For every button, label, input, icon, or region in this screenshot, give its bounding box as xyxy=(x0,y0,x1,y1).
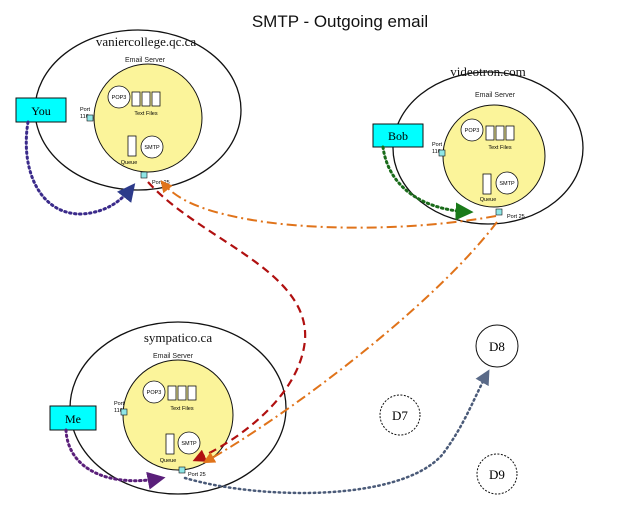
text-file xyxy=(131,91,141,107)
email-server xyxy=(442,104,546,208)
port110-label: 110 xyxy=(80,114,89,120)
smtp-label: SMTP xyxy=(181,441,197,447)
flow-videotron-to-vanier xyxy=(160,180,497,229)
user-box xyxy=(49,405,97,431)
destination-d9: D9 xyxy=(476,453,518,495)
queue-label: Queue xyxy=(121,160,138,166)
server-sympatico: sympatico.ca Email Server POP3 Text File… xyxy=(69,321,287,495)
smtp-label: SMTP xyxy=(144,145,160,151)
port25-label: Port 25 xyxy=(188,472,206,478)
user-bob: Bob xyxy=(372,123,424,148)
port110-label: 110 xyxy=(114,408,123,414)
port110-label: Port xyxy=(80,107,91,113)
port110-label: Port xyxy=(114,401,125,407)
smtp-process xyxy=(495,171,519,195)
queue-label: Queue xyxy=(480,197,497,203)
node-label: D8 xyxy=(489,339,505,354)
flow-me-to-smtp xyxy=(64,428,166,490)
server-videotron: videotron.com Email Server POP3 Text Fil… xyxy=(392,64,584,225)
port110-label: Port xyxy=(432,142,443,148)
node-circle xyxy=(475,324,519,368)
text-files-label: Text Files xyxy=(488,145,511,151)
destination-d7: D7 xyxy=(379,394,421,436)
text-file xyxy=(485,125,495,141)
flow-sympatico-to-d8 xyxy=(183,369,490,495)
domain-label: sympatico.ca xyxy=(144,330,212,345)
port25 xyxy=(140,171,148,179)
domain-label: vaniercollege.qc.ca xyxy=(96,34,197,49)
queue xyxy=(127,135,137,157)
domain-label: videotron.com xyxy=(450,64,525,79)
text-file xyxy=(505,125,515,141)
queue xyxy=(482,173,492,195)
smtp-process xyxy=(177,431,201,455)
pop3-label: POP3 xyxy=(112,95,127,101)
node-circle xyxy=(379,394,421,436)
flow-bob-to-smtp xyxy=(381,145,474,221)
text-file xyxy=(495,125,505,141)
port110-label: 110 xyxy=(432,149,441,155)
user-me: Me xyxy=(49,405,97,431)
diagram-title: SMTP - Outgoing email xyxy=(252,12,428,31)
pop3-process xyxy=(460,118,484,142)
text-file xyxy=(141,91,151,107)
pop3-process xyxy=(107,85,131,109)
text-file xyxy=(177,385,187,401)
queue xyxy=(165,433,175,455)
user-label: Me xyxy=(65,412,81,426)
port110 xyxy=(86,114,94,122)
port110 xyxy=(438,149,446,157)
domain-boundary xyxy=(392,71,584,225)
server-label: Email Server xyxy=(475,92,516,99)
port25 xyxy=(178,466,186,474)
user-you: You xyxy=(15,97,67,123)
port25 xyxy=(495,208,503,216)
text-file xyxy=(187,385,197,401)
pop3-label: POP3 xyxy=(465,128,480,134)
destination-d8: D8 xyxy=(475,324,519,368)
queue-label: Queue xyxy=(160,458,177,464)
server-label: Email Server xyxy=(153,353,194,360)
user-box xyxy=(15,97,67,123)
user-label: Bob xyxy=(388,129,408,143)
email-server xyxy=(122,359,234,471)
node-circle xyxy=(476,453,518,495)
pop3-label: POP3 xyxy=(147,390,162,396)
node-label: D7 xyxy=(392,408,408,423)
port110 xyxy=(120,408,128,416)
text-file xyxy=(167,385,177,401)
user-label: You xyxy=(31,104,50,118)
text-files-label: Text Files xyxy=(134,111,157,117)
node-label: D9 xyxy=(489,467,505,482)
text-files-label: Text Files xyxy=(170,406,193,412)
pop3-process xyxy=(142,380,166,404)
text-file xyxy=(151,91,161,107)
server-label: Email Server xyxy=(125,57,166,64)
flow-you-to-smtp xyxy=(24,120,136,216)
port25-label: Port 25 xyxy=(152,180,170,186)
smtp-label: SMTP xyxy=(499,181,515,187)
flow-vanier-to-sympatico xyxy=(147,181,307,462)
smtp-process xyxy=(140,135,164,159)
user-box xyxy=(372,123,424,148)
flow-videotron-to-sympatico xyxy=(202,221,498,464)
port25-label: Port 25 xyxy=(507,214,525,220)
